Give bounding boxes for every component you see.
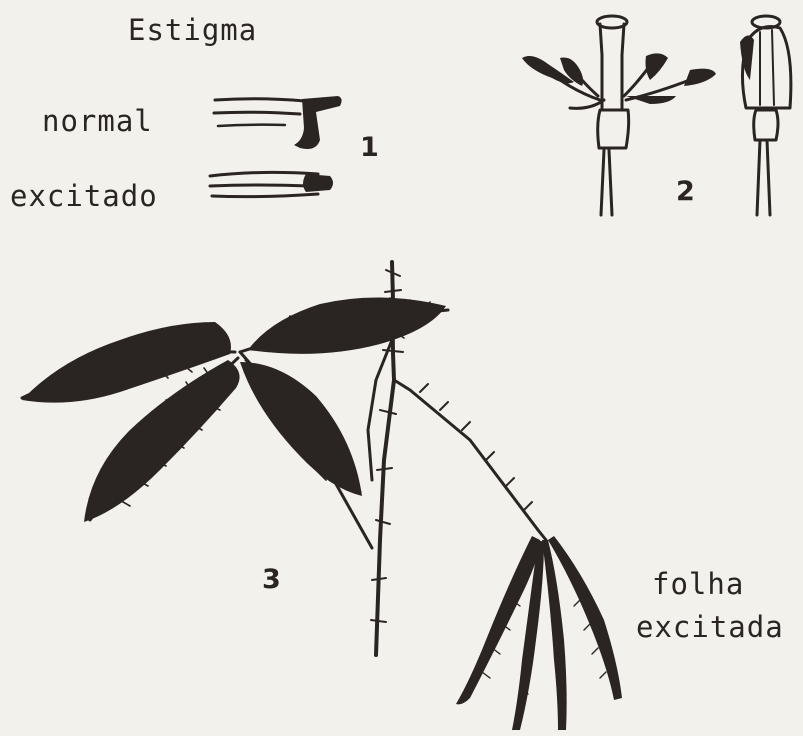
leaf-excited-drawing <box>456 530 622 730</box>
leaf-pinna-middle <box>240 360 362 496</box>
stigma-normal-drawing <box>214 96 342 149</box>
stigma-excited-drawing <box>210 172 333 196</box>
leaf-pinna-upper-right <box>240 297 448 353</box>
flower-closed-drawing <box>740 16 791 215</box>
flower-open-drawing <box>522 16 716 215</box>
